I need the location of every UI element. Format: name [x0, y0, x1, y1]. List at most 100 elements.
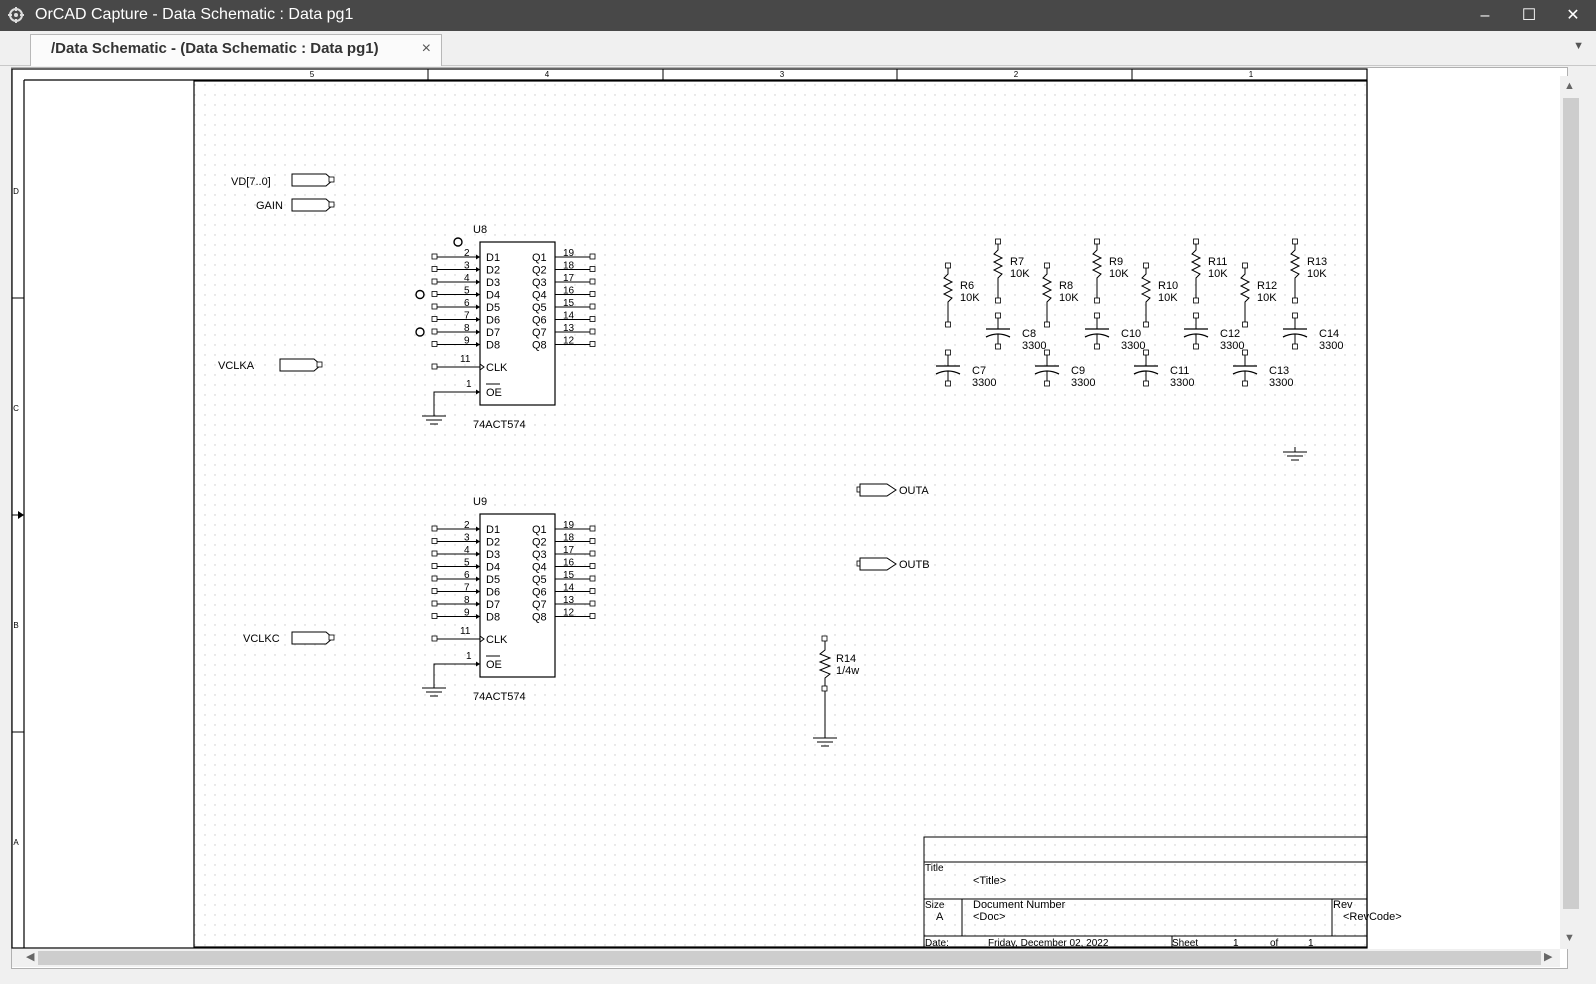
tab-data-schematic[interactable]: /Data Schematic - (Data Schematic : Data…: [30, 34, 442, 66]
resistor-symbol: [1091, 244, 1103, 298]
pin-end: [1242, 262, 1248, 269]
resistor-ref: R14: [836, 653, 856, 665]
resistor-value: 10K: [1059, 292, 1079, 304]
pin-number: 15: [563, 570, 575, 581]
pin-number: 8: [464, 595, 470, 606]
column-label: 4: [545, 70, 550, 79]
pin-end: [945, 262, 951, 269]
pin-number: 12: [563, 608, 575, 619]
pin-label: Q7: [532, 599, 547, 611]
capacitor-value: 3300: [1269, 377, 1293, 389]
pin-arrow: [476, 317, 480, 322]
docnum-label: Document Number: [973, 899, 1066, 911]
scroll-right-icon[interactable]: ▶: [1544, 951, 1553, 963]
horizontal-scrollbar[interactable]: ◀ ▶: [12, 949, 1560, 967]
pin-end: [589, 303, 596, 310]
date-value: Friday, December 02, 2022: [988, 938, 1109, 949]
pin-arrow: [476, 661, 480, 667]
orcad-app-icon[interactable]: [8, 7, 24, 23]
pin-number: 16: [563, 558, 575, 569]
pin-end: [431, 328, 438, 335]
pin-end: [589, 588, 596, 594]
pin-end: [431, 266, 438, 272]
horizontal-scroll-thumb[interactable]: [38, 951, 1541, 965]
pin-number: 17: [563, 545, 575, 556]
pin-end: [431, 316, 438, 322]
pin-end: [431, 253, 438, 260]
capacitor-value: 3300: [1170, 377, 1194, 389]
port-outb[interactable]: OUTB: [856, 557, 930, 571]
resistor-symbol: [818, 641, 832, 686]
pin-number: 13: [563, 595, 575, 606]
pin-end: [1292, 312, 1298, 319]
scroll-up-icon[interactable]: ▲: [1564, 80, 1575, 92]
pin-end: [589, 563, 596, 569]
pin-number: 7: [464, 311, 470, 322]
port-vd[interactable]: VD[7..0]: [231, 173, 335, 188]
pin-end: [1292, 343, 1298, 350]
pin-end: [1292, 238, 1298, 245]
capacitor-value: 3300: [1121, 340, 1145, 352]
pin-label: D4: [486, 290, 500, 302]
resistor-r14[interactable]: R14 1/4w: [818, 635, 859, 738]
title-block-text: Title <Title> Size A Document Number <Do…: [925, 863, 1402, 949]
component-part: 74ACT574: [473, 419, 526, 431]
minimize-button[interactable]: –: [1480, 7, 1490, 24]
scroll-left-icon[interactable]: ◀: [26, 951, 35, 963]
selection-handle: [415, 289, 425, 300]
pin-number: 2: [464, 248, 470, 259]
pin-end: [589, 613, 596, 619]
pin-end: [316, 361, 323, 368]
tab-close-icon[interactable]: ×: [421, 40, 431, 57]
tab-list-dropdown-icon[interactable]: ▼: [1573, 40, 1584, 52]
resistor-ref: R13: [1307, 256, 1327, 268]
port-gain[interactable]: GAIN: [256, 198, 335, 212]
rev-value: <RevCode>: [1343, 911, 1402, 923]
chip-body: [479, 241, 556, 406]
clock-marker: [479, 635, 485, 643]
scroll-down-icon[interactable]: ▼: [1564, 932, 1575, 944]
port-vclka[interactable]: VCLKA: [218, 358, 323, 372]
capacitor-ref: C12: [1220, 328, 1240, 340]
pin-end: [1193, 312, 1199, 319]
vertical-scroll-thumb[interactable]: [1563, 98, 1579, 909]
vertical-scrollbar[interactable]: ▲ ▼: [1560, 76, 1582, 949]
pin-label: D7: [486, 599, 500, 611]
pin-label: D6: [486, 587, 500, 599]
row-label: C: [13, 404, 19, 413]
pin-number: 9: [464, 336, 470, 347]
pin-number: 12: [563, 336, 575, 347]
port-outa[interactable]: OUTA: [856, 483, 929, 497]
resistor-value: 10K: [1158, 292, 1178, 304]
pin-label: Q8: [532, 612, 547, 624]
pin-number: 18: [563, 261, 575, 272]
pin-arrow: [476, 601, 480, 607]
resistor-value: 10K: [1307, 268, 1327, 280]
port-vclkc[interactable]: VCLKC: [243, 631, 335, 645]
close-button[interactable]: ✕: [1566, 7, 1580, 24]
pin-label: Q5: [532, 302, 547, 314]
pin-arrow: [476, 539, 480, 544]
pin-number: 1: [466, 651, 472, 662]
maximize-button[interactable]: ☐: [1521, 7, 1537, 24]
